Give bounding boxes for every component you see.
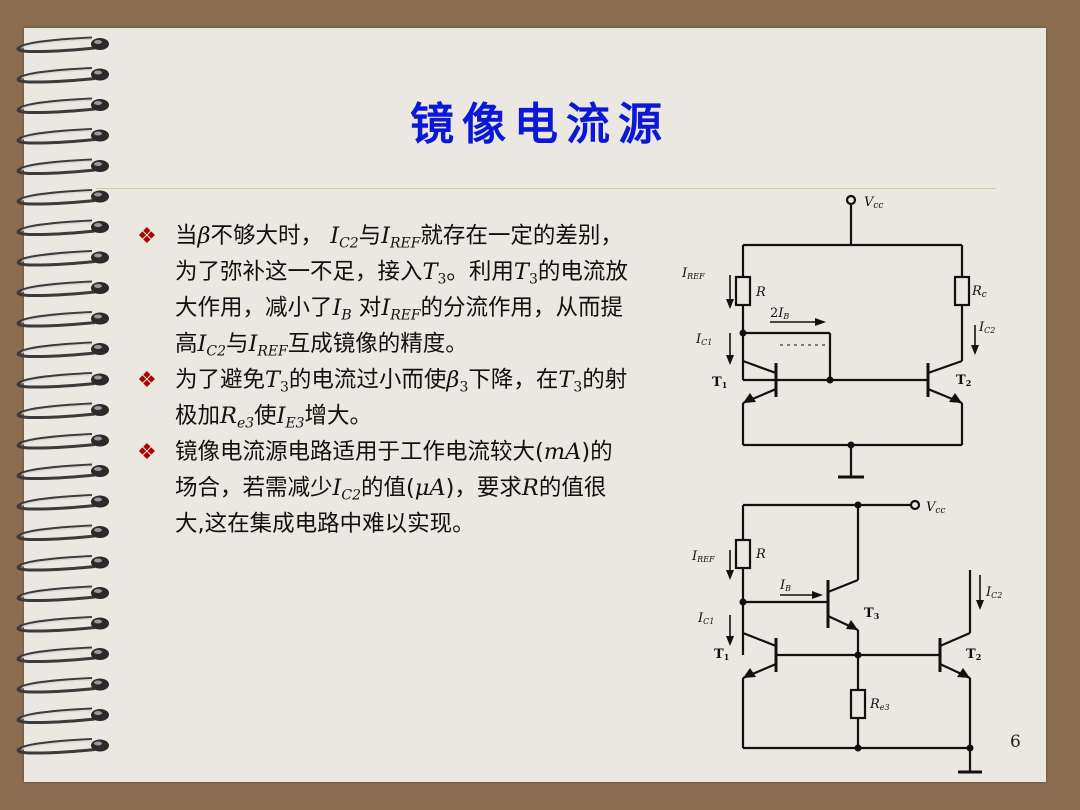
binding-ring [16, 402, 109, 420]
resistor-re3 [849, 688, 867, 720]
arrow-iref-icon [726, 570, 734, 580]
label-ic2: IC2 [985, 585, 1002, 600]
label-rc: Rc [971, 284, 987, 300]
vcc-terminal [845, 194, 857, 206]
binding-ring [16, 280, 109, 298]
label-r: R [755, 285, 766, 300]
binding-ring [16, 128, 109, 145]
binding-ring [16, 463, 109, 481]
binding-ring [16, 494, 109, 511]
label-t2: T2 [966, 647, 981, 662]
label-t1: T1 [714, 647, 729, 662]
arrow-ib-icon [812, 591, 823, 599]
arrow-ic1-icon [726, 636, 734, 646]
bullet-item-3: ❖镜像电流源电路适用于工作电流较大(mA)的场合，若需减少IC2的值(μA)，要… [135, 434, 635, 542]
bullet-list: ❖当β不够大时， IC2与IREF就存在一定的差别，为了弥补这一不足，接入T3。… [135, 218, 635, 542]
label-r: R [755, 547, 766, 562]
label-vcc: Vcc [864, 195, 883, 211]
label-t3: T3 [864, 606, 880, 621]
binding-ring [16, 555, 109, 572]
arrow-ic2-icon [976, 600, 984, 610]
label-iref: IREF [691, 549, 715, 564]
binding-ring [16, 341, 109, 359]
binding-ring [16, 372, 109, 389]
label-iref: IREF [681, 266, 705, 281]
binding-ring [16, 433, 109, 450]
bullet-item-1: ❖当β不够大时， IC2与IREF就存在一定的差别，为了弥补这一不足，接入T3。… [135, 218, 635, 362]
label-ic1: IC1 [697, 611, 714, 626]
arrow-2ib-icon [815, 318, 826, 326]
circuit-basic-mirror: Vcc IREF R Rc 2IB IC1 IC2 T1 T2 [681, 194, 995, 479]
spiral-binding-icon [16, 36, 109, 755]
binding-ring [16, 158, 109, 176]
binding-ring [16, 97, 109, 115]
label-2ib: 2IB [770, 306, 789, 321]
resistor-r [734, 275, 752, 307]
resistor-r [734, 538, 752, 570]
title-divider [96, 188, 996, 189]
diamond-bullet-icon: ❖ [137, 224, 157, 249]
circuit-buffered-mirror: Vcc IREF R IB IC1 IC2 T3 T1 T2 Re3 [691, 499, 1002, 774]
arrow-ic2-icon [971, 345, 979, 355]
diamond-bullet-icon: ❖ [137, 440, 157, 465]
bullet-item-2: ❖为了避免T3的电流过小而使β3下降，在T3的射极加Re3使IE3增大。 [135, 362, 635, 434]
binding-ring [16, 36, 109, 54]
binding-ring [16, 677, 109, 694]
label-ib: IB [779, 578, 791, 593]
binding-ring [16, 738, 109, 755]
binding-ring [16, 67, 109, 84]
label-re3: Re3 [869, 697, 890, 712]
resistor-rc [953, 275, 971, 307]
diamond-bullet-icon: ❖ [137, 368, 157, 393]
binding-ring [16, 616, 109, 633]
label-t1: T1 [712, 375, 727, 390]
arrow-iref-icon [726, 299, 734, 309]
label-t2: T2 [956, 373, 971, 388]
binding-ring [16, 524, 109, 542]
label-ic2: IC2 [978, 320, 995, 335]
binding-ring [16, 646, 109, 664]
label-ic1: IC1 [695, 332, 712, 347]
arrow-ic1-icon [726, 355, 734, 365]
page-title: 镜像电流源 [410, 99, 670, 150]
vcc-terminal [909, 499, 921, 511]
page-number: 6 [1010, 732, 1021, 752]
binding-ring [16, 219, 109, 237]
label-vcc: Vcc [926, 500, 945, 516]
binding-ring [16, 585, 109, 603]
binding-ring [16, 311, 109, 328]
binding-ring [16, 707, 109, 725]
slide-page [24, 28, 1046, 782]
binding-ring [16, 250, 109, 267]
binding-ring [16, 189, 109, 206]
